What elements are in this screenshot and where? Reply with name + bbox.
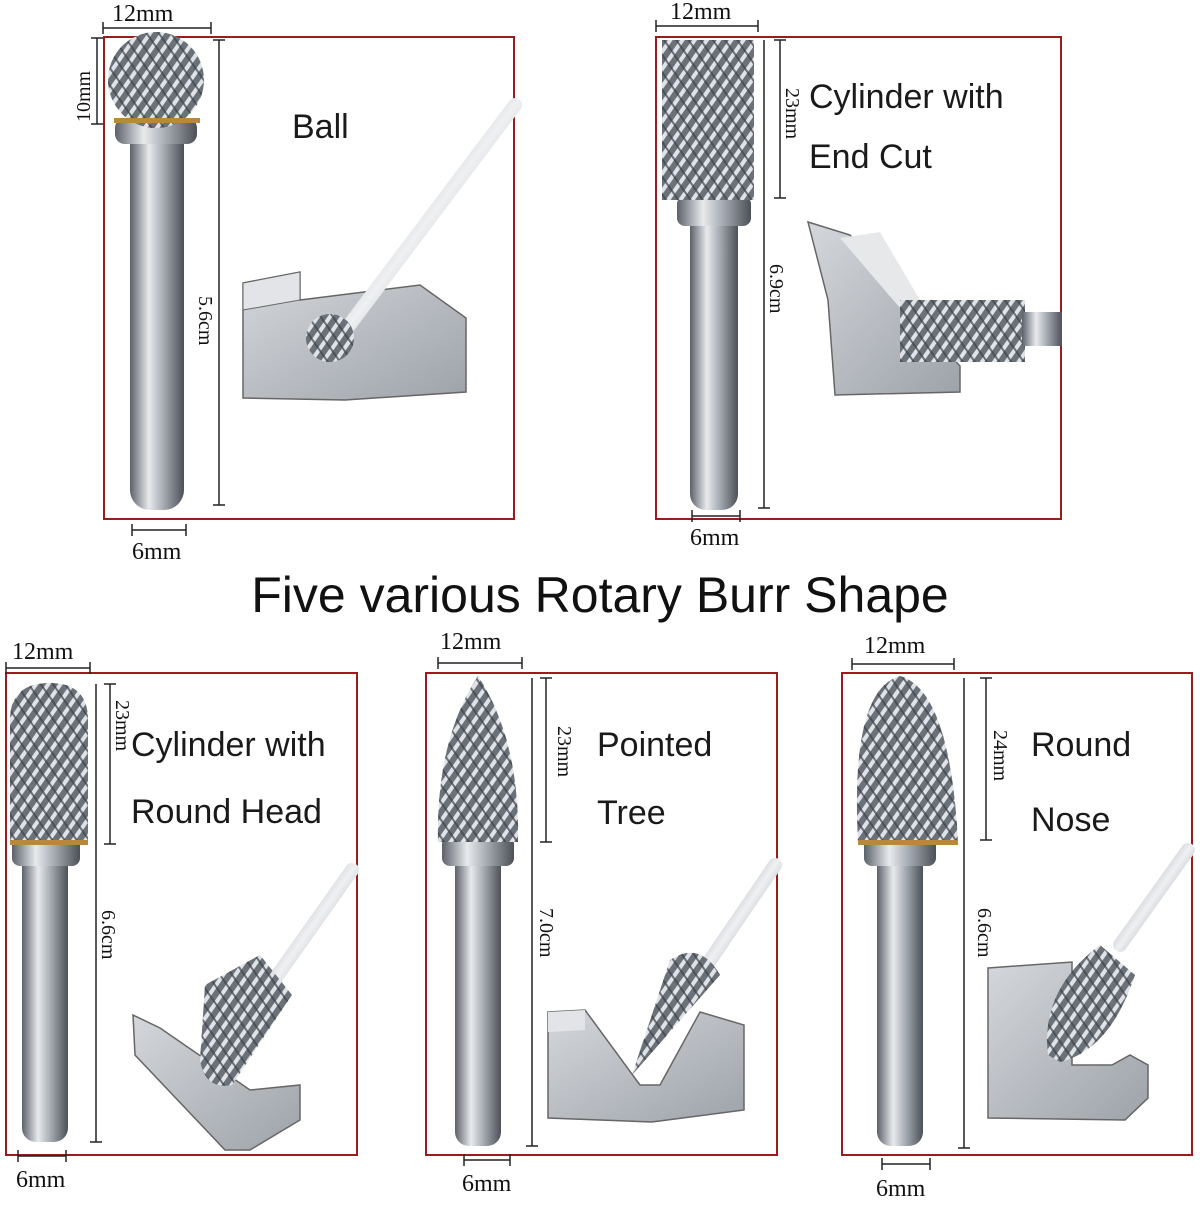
pointed-tree-label-line2: Tree [597,794,666,832]
pointed-tree-label-line1: Pointed [597,726,713,764]
cylinder-end-cut-total-length: 6.9cm [765,264,787,314]
pointed-tree-dimension-lines [437,657,552,1166]
cylinder-round-head-total-length: 6.6cm [97,910,119,960]
round-nose-burr [856,676,958,1146]
cylinder-round-head-burr [10,683,88,1142]
pointed-tree-head-length: 23mm [553,726,575,778]
round-nose-total-length: 6.6cm [973,908,995,958]
cylinder-round-head-head-length: 23mm [111,700,133,752]
cylinder-end-cut-head-width: 12mm [670,0,732,25]
page-title: Five various Rotary Burr Shape [251,567,949,623]
cylinder-end-cut-burr [662,40,754,510]
pointed-tree-burr [437,676,519,1146]
ball-burr [108,32,204,510]
cylinder-end-cut-workpiece [806,220,1062,396]
cylinder-round-head-workpiece [132,863,359,1151]
cylinder-end-cut-dimension-lines [655,20,786,522]
round-nose-head-length: 24mm [989,730,1011,782]
ball-shank: 6mm [132,539,182,565]
ball-dimension-lines [91,22,225,536]
cylinder-round-head-dimension-lines [5,662,116,1162]
ball-head-width: 12mm [112,1,174,27]
round-nose-workpiece [987,843,1195,1121]
ball-head-length: 10mm [73,70,95,122]
round-nose-head-width: 12mm [864,633,926,659]
ball-total-length: 5.6cm [194,296,216,346]
cylinder-round-head-label-line2: Round Head [131,793,322,831]
pointed-tree-head-width: 12mm [440,629,502,655]
ball-label: Ball [292,108,349,146]
round-nose-dimension-lines [851,658,992,1170]
round-nose-label-line1: Round [1031,726,1132,764]
cylinder-end-cut-shank: 6mm [690,525,740,551]
pointed-tree-total-length: 7.0cm [535,908,557,958]
pointed-tree-workpiece [547,858,782,1123]
ball-workpiece [242,98,522,401]
round-nose-label-line2: Nose [1031,801,1111,839]
cylinder-round-head-head-width: 12mm [12,639,74,665]
cylinder-end-cut-label-line1: Cylinder with [809,78,1004,116]
cylinder-round-head-shank: 6mm [16,1167,66,1193]
cylinder-round-head-label-line1: Cylinder with [131,726,326,764]
round-nose-shank: 6mm [876,1176,926,1202]
cylinder-end-cut-label-line2: End Cut [809,138,932,176]
pointed-tree-shank: 6mm [462,1171,512,1197]
cylinder-end-cut-head-length: 23mm [781,88,803,140]
